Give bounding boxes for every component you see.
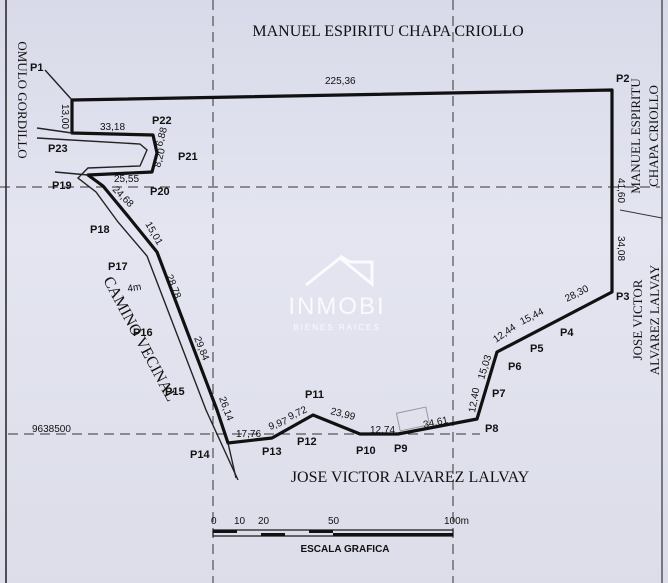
scale-tick-label: 100m xyxy=(444,516,469,527)
p1-leader xyxy=(44,69,73,101)
distance-label: 8,20 xyxy=(152,147,168,169)
scale-tick-label: 0 xyxy=(211,516,217,527)
point-label: P3 xyxy=(616,291,629,303)
watermark-tagline: BIENES RAICES xyxy=(293,323,380,332)
scale-tick-label: 50 xyxy=(328,516,340,527)
point-label: P1 xyxy=(30,62,43,74)
distance-label: 6,88 xyxy=(154,126,170,148)
point-label: P9 xyxy=(394,443,407,455)
road-label: CAMINO VECINAL xyxy=(99,274,179,405)
road-edge xyxy=(227,442,237,479)
point-label: P16 xyxy=(133,327,153,339)
scale-tick-label: 20 xyxy=(258,516,270,527)
owner-east-lower-1: JOSE VICTOR xyxy=(630,279,645,360)
point-label: P14 xyxy=(190,449,210,461)
point-label: P19 xyxy=(52,180,72,192)
point-label: P22 xyxy=(152,115,172,127)
coordinate-label: 9638500 xyxy=(32,424,71,435)
distance-label: 23,99 xyxy=(329,406,356,423)
owner-west: OMULO GORDILLO xyxy=(15,41,30,158)
distance-label: 225,36 xyxy=(325,76,356,87)
scale-tick-label: 10 xyxy=(234,516,246,527)
lot-boundary xyxy=(70,88,614,445)
distance-label: 15,44 xyxy=(518,306,546,327)
owner-east-upper-1: MANUEL ESPIRITU xyxy=(628,78,643,194)
point-label: P8 xyxy=(485,423,498,435)
distance-label: 25,55 xyxy=(114,174,139,185)
road-width: 4m xyxy=(127,282,143,295)
house-icon xyxy=(305,254,374,288)
distance-label: 17,76 xyxy=(236,429,261,440)
point-label: P10 xyxy=(356,445,376,457)
owner-south: JOSE VICTOR ALVAREZ LALVAY xyxy=(291,469,530,486)
distance-label: 12,74 xyxy=(370,425,395,436)
point-label: P17 xyxy=(108,261,128,273)
road-edge xyxy=(36,137,239,481)
point-label: P21 xyxy=(178,151,198,163)
point-label: P23 xyxy=(48,143,68,155)
watermark-logo: INMOBI BIENES RAICES xyxy=(288,254,385,332)
point-label: P2 xyxy=(616,73,629,85)
distance-labels: 225,36 41,60 34,08 28,30 15,44 12,44 15,… xyxy=(59,76,626,440)
point-label: P20 xyxy=(150,186,170,198)
point-label: P6 xyxy=(508,361,521,373)
road-edge xyxy=(36,127,73,134)
point-labels: P1 P2 P3 P4 P5 P6 P7 P8 P9 P10 P11 P12 P… xyxy=(30,62,629,461)
distance-label: 12,40 xyxy=(467,387,482,414)
distance-label: 41,60 xyxy=(615,178,626,203)
point-label: P7 xyxy=(492,388,505,400)
owner-north: MANUEL ESPIRITU CHAPA CRIOLLO xyxy=(252,23,523,40)
point-label: P13 xyxy=(262,446,282,458)
marker-box xyxy=(395,406,431,432)
point-label: P18 xyxy=(90,224,110,236)
road-edge xyxy=(54,171,89,176)
distance-label: 13,00 xyxy=(59,104,70,129)
point-label: P12 xyxy=(297,436,317,448)
scale-bar: 0 10 20 50 100m ESCALA GRAFICA xyxy=(211,516,469,555)
distance-label: 28,30 xyxy=(563,283,591,304)
distance-label: 34,08 xyxy=(615,236,626,261)
point-label: P15 xyxy=(165,386,185,398)
distance-label: 28,78 xyxy=(163,273,183,301)
boundary-tick xyxy=(619,209,663,219)
distance-label: 34,61 xyxy=(422,415,449,431)
distance-label: 33,18 xyxy=(100,122,125,133)
point-label: P5 xyxy=(530,343,543,355)
owner-east-upper-2: CHAPA CRIOLLO xyxy=(646,85,661,187)
owner-east-lower-2: ALVAREZ LALVAY xyxy=(647,264,662,375)
distance-label: 15,01 xyxy=(142,220,164,248)
watermark-brand: INMOBI xyxy=(288,293,385,320)
point-label: P4 xyxy=(560,327,574,339)
scale-title: ESCALA GRAFICA xyxy=(300,544,389,555)
point-label: P11 xyxy=(305,389,324,401)
